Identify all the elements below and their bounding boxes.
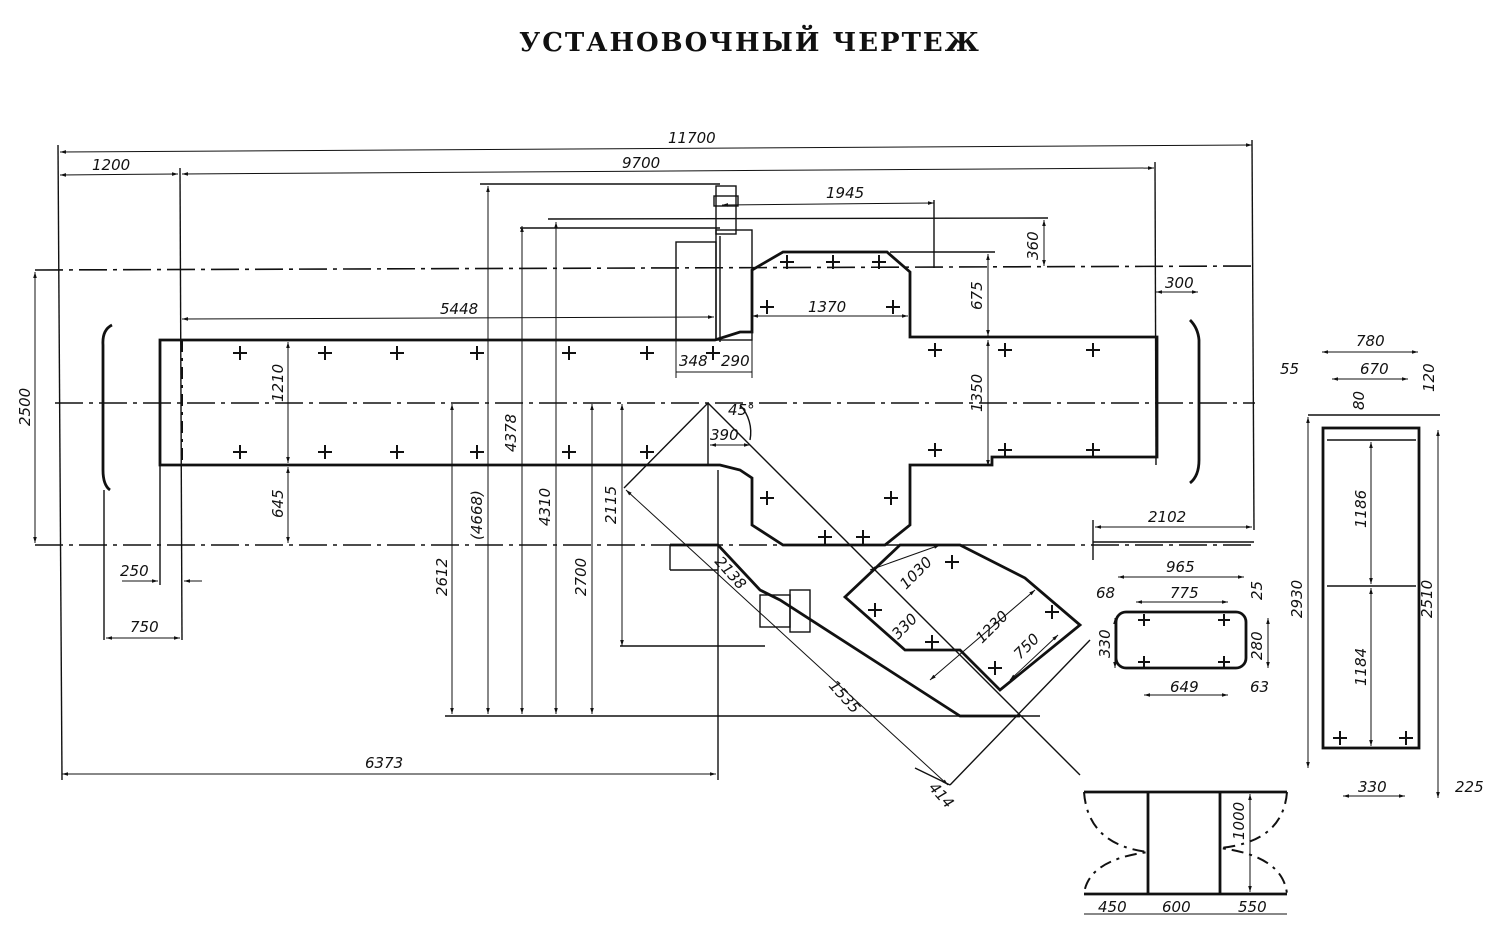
dim-250-750 [103, 465, 202, 640]
label-750-left: 750 [130, 618, 159, 636]
label-1535: 1535 [825, 677, 864, 717]
label-1370: 1370 [808, 298, 846, 316]
label-675: 675 [968, 281, 986, 310]
label-11700: 11700 [668, 129, 716, 147]
label-2500: 2500 [16, 388, 34, 426]
label-280: 280 [1248, 631, 1266, 660]
label-55: 55 [1280, 360, 1299, 378]
label-4310: 4310 [536, 488, 554, 526]
label-80: 80 [1350, 391, 1368, 410]
angled-unit [623, 402, 1091, 786]
label-2102: 2102 [1148, 508, 1186, 526]
dim-348-290 [675, 340, 753, 378]
label-6373: 6373 [365, 754, 403, 772]
label-1210: 1210 [269, 364, 287, 402]
label-1184: 1184 [1352, 648, 1370, 686]
label-1945: 1945 [826, 184, 864, 202]
label-68: 68 [1096, 584, 1115, 602]
label-330-cabinet: 330 [1358, 778, 1387, 796]
label-670: 670 [1360, 360, 1389, 378]
center-line-upper [34, 265, 1256, 271]
label-25: 25 [1248, 581, 1266, 600]
dim-5448 [181, 315, 715, 321]
label-250: 250 [120, 562, 149, 580]
label-45deg: 45° [728, 401, 755, 419]
vertical-dims [445, 183, 1040, 717]
label-300: 300 [1165, 274, 1194, 292]
door-swing-detail [1083, 790, 1288, 915]
label-649: 649 [1170, 678, 1199, 696]
label-63: 63 [1250, 678, 1269, 696]
label-5448: 5448 [440, 300, 478, 318]
label-120: 120 [1420, 363, 1438, 392]
label-348: 348 [679, 352, 708, 370]
label-2612: 2612 [433, 558, 451, 596]
label-450: 450 [1098, 898, 1127, 916]
dim-360 [547, 217, 1049, 266]
dim-1945 [721, 200, 935, 268]
label-775: 775 [1170, 584, 1199, 602]
label-600: 600 [1162, 898, 1191, 916]
label-2700: 2700 [572, 558, 590, 596]
dim-9700 [181, 161, 1157, 466]
dim-675 [890, 251, 995, 336]
label-290: 290 [721, 352, 750, 370]
label-330-foundation: 330 [1096, 629, 1114, 658]
label-645: 645 [269, 489, 287, 518]
label-1000: 1000 [1230, 802, 1248, 840]
label-9700: 9700 [622, 154, 660, 172]
dim-11700 [57, 139, 1255, 781]
label-2510: 2510 [1418, 580, 1436, 618]
dim-2102 [1092, 520, 1254, 560]
end-bracket-left [101, 323, 113, 492]
label-1186: 1186 [1352, 490, 1370, 528]
label-780: 780 [1356, 332, 1385, 350]
machine-bed-outline [158, 250, 1159, 547]
label-965: 965 [1166, 558, 1195, 576]
label-1350: 1350 [968, 374, 986, 412]
label-550: 550 [1238, 898, 1267, 916]
label-225: 225 [1455, 778, 1484, 796]
foundation-detail [1113, 575, 1270, 697]
label-360: 360 [1024, 231, 1042, 260]
label-2115: 2115 [602, 486, 620, 524]
end-bracket-right [1188, 319, 1201, 485]
label-390: 390 [710, 426, 739, 444]
cabinet-detail [1306, 350, 1440, 798]
label-4668: (4668) [468, 490, 486, 540]
label-4378: 4378 [502, 414, 520, 452]
label-414: 414 [925, 779, 958, 812]
label-2930: 2930 [1288, 580, 1306, 618]
label-1230: 1230 [972, 607, 1012, 647]
headstock-unit [675, 185, 753, 342]
label-1200: 1200 [92, 156, 130, 174]
drawing-title: УСТАНОВОЧНЫЙ ЧЕРТЕЖ [519, 28, 981, 58]
